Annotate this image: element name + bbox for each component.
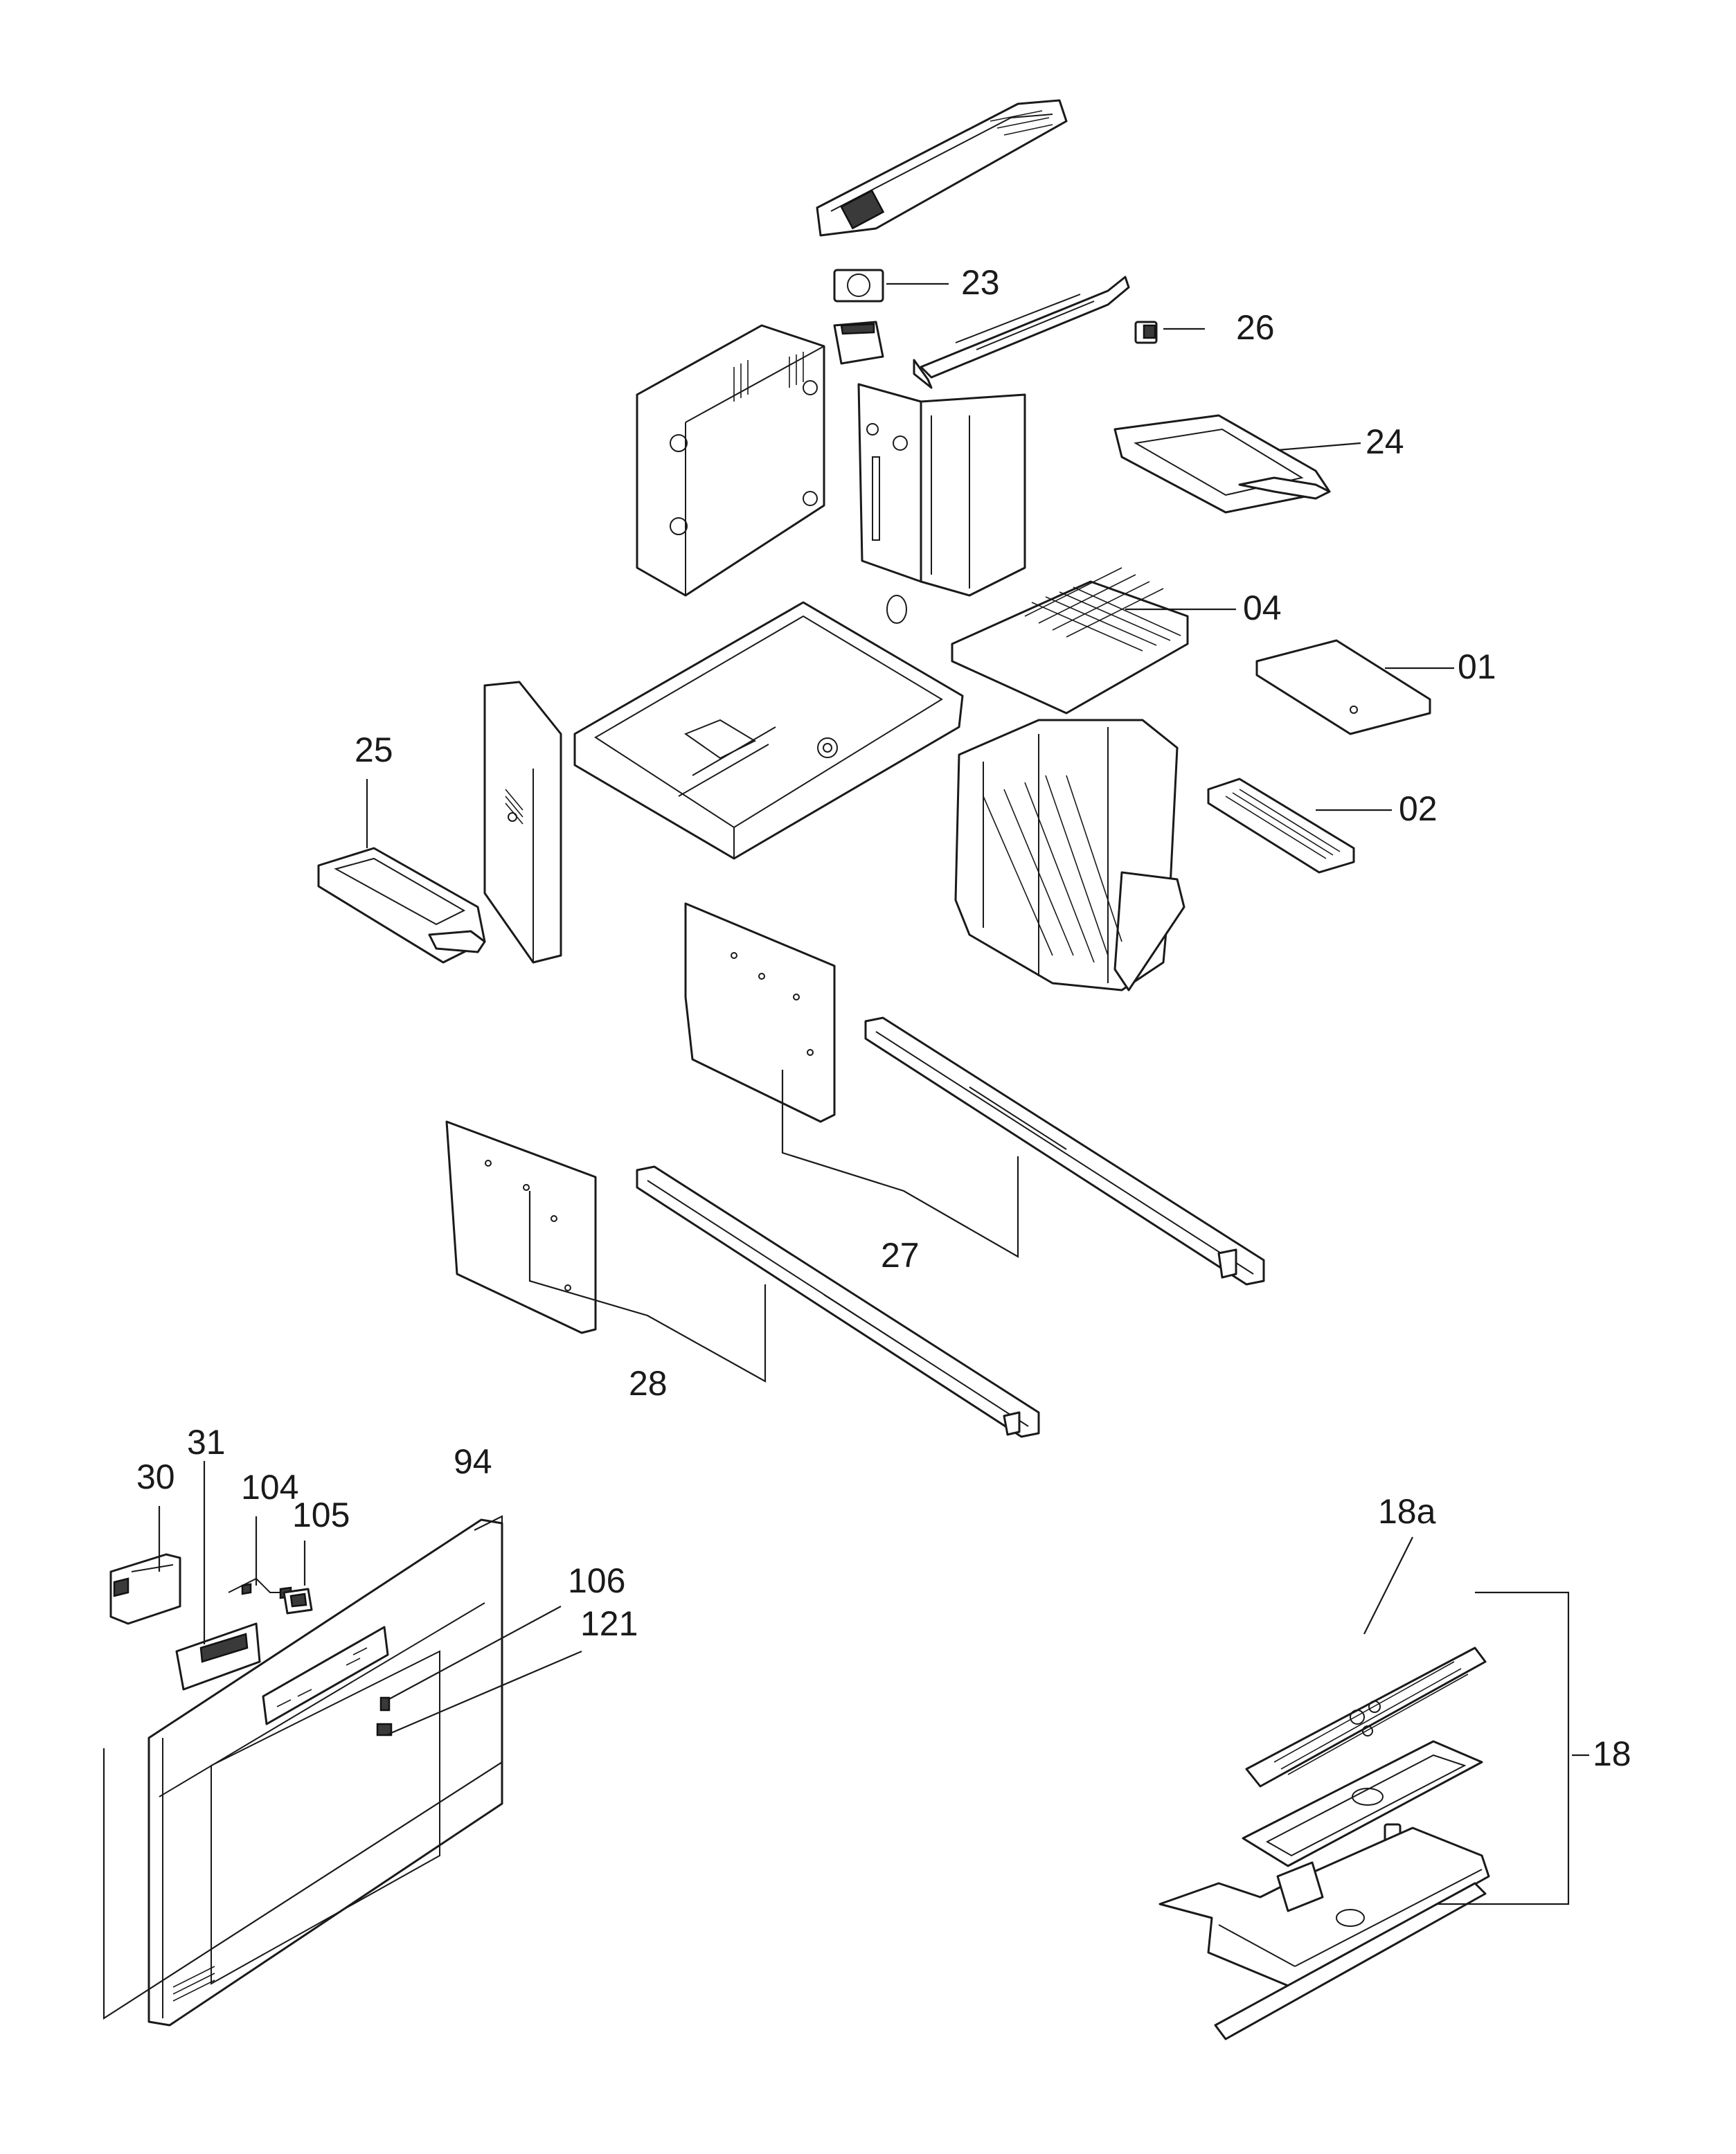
part-01-lid [1255,639,1431,735]
callout-30: 30 [136,1457,175,1496]
part-18-front-strip [1214,1882,1487,2040]
part-18a-grid [1245,1646,1487,1788]
leader-lines [158,282,1589,1757]
part-center-panel [857,383,1026,624]
callout-31: 31 [187,1423,226,1462]
part-27-rail [864,1016,1265,1286]
callout-18a: 18a [1378,1492,1436,1531]
callout-27: 27 [881,1236,920,1275]
part-24-tray [1113,414,1331,514]
part-25-tray [317,847,486,964]
callout-24: 24 [1366,422,1404,461]
callout-18: 18 [1593,1734,1631,1773]
part-internal-chassis [954,719,1185,991]
callout-26: 26 [1236,308,1275,347]
callout-94: 94 [454,1442,492,1481]
part-28-rail [636,1165,1040,1438]
callout-28: 28 [629,1364,668,1403]
part-26-connector [1134,321,1158,344]
part-27-plate [684,902,836,1123]
part-upper-bracket [913,276,1130,389]
part-104-harness [228,1577,292,1599]
part-105-switch [283,1588,313,1615]
part-18-inner-tray [1242,1740,1483,1867]
leader-28 [528,1191,767,1383]
callout-121: 121 [580,1604,638,1643]
callout-105: 105 [292,1496,350,1534]
part-left-vertical-panel [483,681,562,964]
leader-27 [781,1070,1019,1258]
part-23-fan [833,269,884,365]
bracket-94 [102,1515,503,2020]
part-94-front-panel [147,1518,503,2027]
callout-106: 106 [568,1561,625,1600]
callout-25: 25 [355,730,393,769]
callout-23: 23 [961,263,1000,302]
part-left-rear-panel [636,324,825,597]
callout-02: 02 [1399,789,1438,828]
callout-01: 01 [1458,647,1496,686]
part-31-board [175,1622,261,1691]
part-04-cover [951,567,1189,715]
part-30-module [109,1553,181,1625]
part-28-plate [445,1120,597,1334]
callout-04: 04 [1243,589,1282,627]
callout-104: 104 [241,1468,298,1507]
bracket-18 [1437,1591,1570,1905]
part-base-frame [573,601,964,860]
callout-labels: 23 26 24 04 01 02 25 27 28 31 30 104 105… [136,263,1631,1773]
part-18-outer-tray [1158,1827,1490,1989]
part-top-handle [816,99,1068,237]
part-02-grill [1207,778,1355,874]
